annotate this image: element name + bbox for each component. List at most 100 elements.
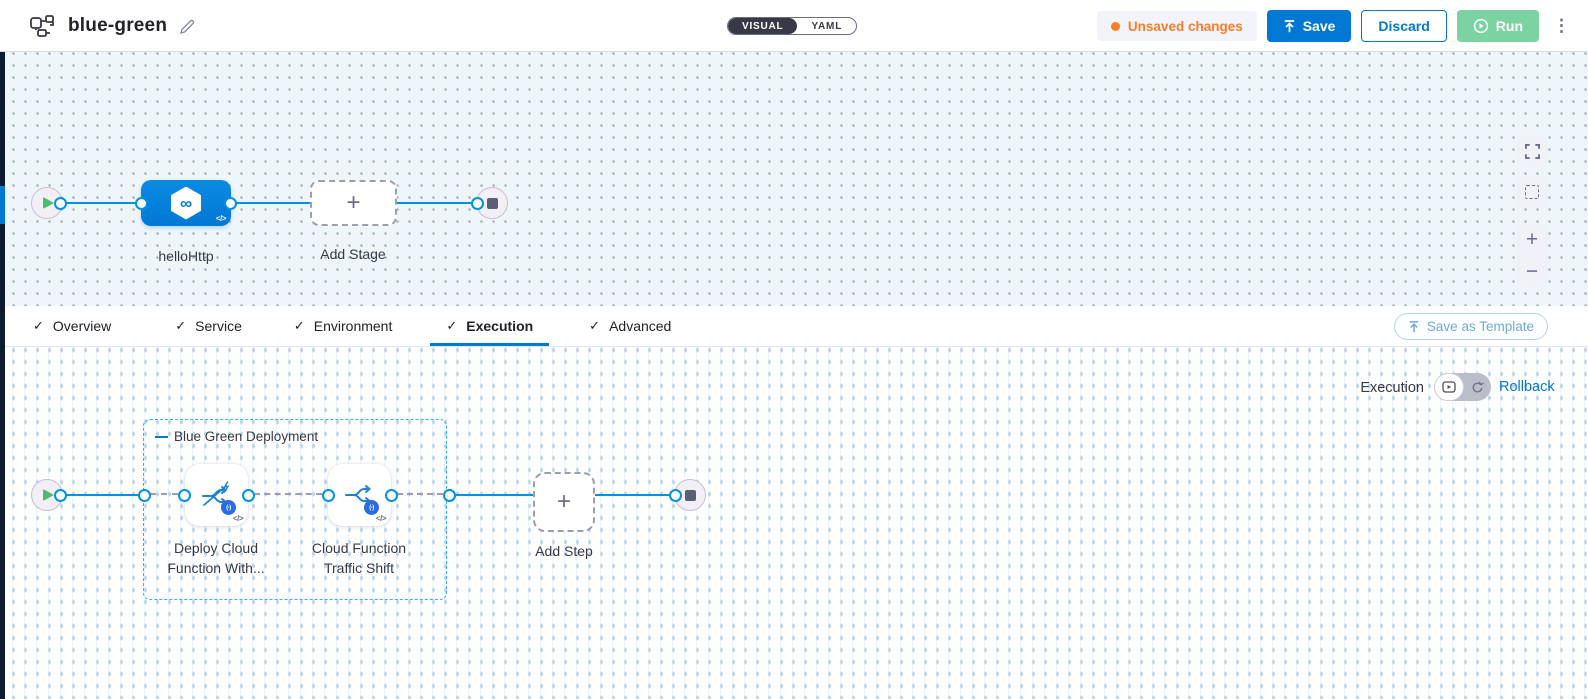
code-icon: </> <box>215 214 227 223</box>
node-port[interactable] <box>135 197 148 210</box>
nav-strip-accent <box>0 186 5 224</box>
code-icon: </> <box>232 514 244 523</box>
discard-button[interactable]: Discard <box>1361 10 1447 42</box>
step-label-line: Cloud Function <box>311 540 407 556</box>
run-button[interactable]: Run <box>1456 10 1539 42</box>
execution-mode-button[interactable] <box>1434 373 1464 401</box>
check-icon: ✓ <box>446 318 458 333</box>
tab-service[interactable]: ✓ Service <box>175 306 242 346</box>
save-label: Save <box>1302 18 1336 34</box>
execution-start-node[interactable] <box>31 479 63 511</box>
save-as-template-button[interactable]: Save as Template <box>1393 313 1548 340</box>
unsaved-changes-badge: Unsaved changes <box>1096 11 1257 41</box>
connector-line-dashed <box>254 493 322 495</box>
connector-line <box>595 494 676 496</box>
stop-icon <box>684 489 696 501</box>
node-port[interactable] <box>385 489 398 502</box>
save-button[interactable]: Save <box>1266 10 1352 42</box>
plus-icon: + <box>346 189 361 216</box>
toggle-visual[interactable]: VISUAL <box>728 18 798 34</box>
toggle-yaml[interactable]: YAML <box>811 20 843 32</box>
upload-icon <box>1284 20 1295 33</box>
marquee-icon <box>1525 185 1539 199</box>
node-port[interactable] <box>322 489 335 502</box>
zoom-in-button[interactable]: + <box>1525 227 1539 251</box>
zoom-out-button[interactable]: − <box>1525 259 1539 283</box>
step-group-box[interactable] <box>143 419 447 600</box>
execution-rollback-toggle <box>1434 373 1491 401</box>
code-icon: </> <box>375 514 387 523</box>
fullscreen-button[interactable] <box>1516 135 1548 167</box>
execution-canvas[interactable]: Execution Rollback Blue Green Deployment <box>0 347 1588 699</box>
step-group-header[interactable]: Blue Green Deployment <box>155 429 318 444</box>
tab-label: Service <box>195 318 242 334</box>
add-stage-label: Add Stage <box>320 246 386 262</box>
step-group-label: Blue Green Deployment <box>174 429 319 444</box>
connector-line <box>455 494 533 496</box>
tab-execution[interactable]: ✓ Execution <box>430 306 549 346</box>
connector-line-dashed <box>397 493 443 495</box>
execution-steps-icon <box>1442 381 1456 393</box>
unsaved-changes-label: Unsaved changes <box>1127 18 1243 34</box>
pipeline-icon <box>30 15 56 37</box>
node-port[interactable] <box>669 489 682 502</box>
tab-overview[interactable]: ✓ Overview <box>33 306 111 346</box>
stage-card-hellohttp[interactable]: ∞ </> <box>141 180 231 226</box>
title-group: blue-green <box>30 0 196 52</box>
function-badge-icon: (-) <box>221 500 236 515</box>
connector-line <box>60 494 144 496</box>
stop-icon <box>486 197 498 209</box>
execution-mode-label: Execution <box>1360 380 1424 396</box>
edit-pencil-icon[interactable] <box>179 18 196 35</box>
node-port[interactable] <box>54 489 67 502</box>
node-port[interactable] <box>138 489 151 502</box>
play-icon <box>43 489 54 501</box>
connector-line <box>60 202 142 204</box>
add-step-button[interactable]: + <box>533 472 595 532</box>
fullscreen-icon <box>1524 143 1540 159</box>
rollback-mode-button[interactable] <box>1464 373 1492 401</box>
kebab-menu-icon[interactable]: ⋮ <box>1553 16 1570 35</box>
connector-line <box>397 202 478 204</box>
tab-label: Environment <box>313 318 393 334</box>
connector-line <box>231 202 310 204</box>
step-label-traffic-shift: Cloud Function Traffic Shift <box>312 538 406 578</box>
header: blue-green VISUAL YAML Unsaved changes S… <box>0 0 1588 52</box>
node-port[interactable] <box>178 489 191 502</box>
rollback-link[interactable]: Rollback <box>1499 379 1555 395</box>
header-actions: Unsaved changes Save Discard Run ⋮ <box>1096 0 1574 52</box>
node-port[interactable] <box>443 489 456 502</box>
run-label: Run <box>1495 18 1523 34</box>
add-step-label: Add Step <box>535 543 593 559</box>
tab-advanced[interactable]: ✓ Advanced <box>589 306 671 346</box>
tab-environment[interactable]: ✓ Environment <box>294 306 393 346</box>
node-port[interactable] <box>54 197 67 210</box>
node-port[interactable] <box>224 197 237 210</box>
step-label-line: Function With... <box>167 560 265 576</box>
unsaved-dot-icon <box>1110 21 1120 31</box>
check-icon: ✓ <box>589 318 601 333</box>
zoom-controls: + − <box>1516 223 1548 287</box>
upload-icon <box>1409 321 1419 333</box>
step-label-deploy: Deploy Cloud Function With... <box>167 538 264 578</box>
step-card-deploy-cloud-function[interactable]: (-) </> <box>185 464 248 526</box>
play-icon <box>43 197 54 209</box>
discard-label: Discard <box>1378 18 1430 34</box>
save-as-template-label: Save as Template <box>1426 319 1534 334</box>
node-port[interactable] <box>242 489 255 502</box>
stage-label: helloHttp <box>158 248 214 264</box>
add-stage-button[interactable]: + <box>310 180 397 226</box>
collapsed-nav-strip[interactable] <box>0 52 5 699</box>
check-icon: ✓ <box>33 318 44 333</box>
connector-line-dashed <box>150 493 178 495</box>
select-area-button[interactable] <box>1516 176 1548 208</box>
stage-canvas[interactable]: ∞ </> helloHttp + Add Stage + − <box>0 52 1588 306</box>
step-card-traffic-shift[interactable]: (-) </> <box>328 464 391 526</box>
infinity-icon: ∞ <box>179 193 193 213</box>
plus-icon: + <box>556 488 571 515</box>
group-dash-icon <box>155 435 168 438</box>
rollback-icon <box>1472 381 1484 392</box>
node-port[interactable] <box>471 197 484 210</box>
stage-type-hexagon-icon: ∞ <box>171 186 201 220</box>
